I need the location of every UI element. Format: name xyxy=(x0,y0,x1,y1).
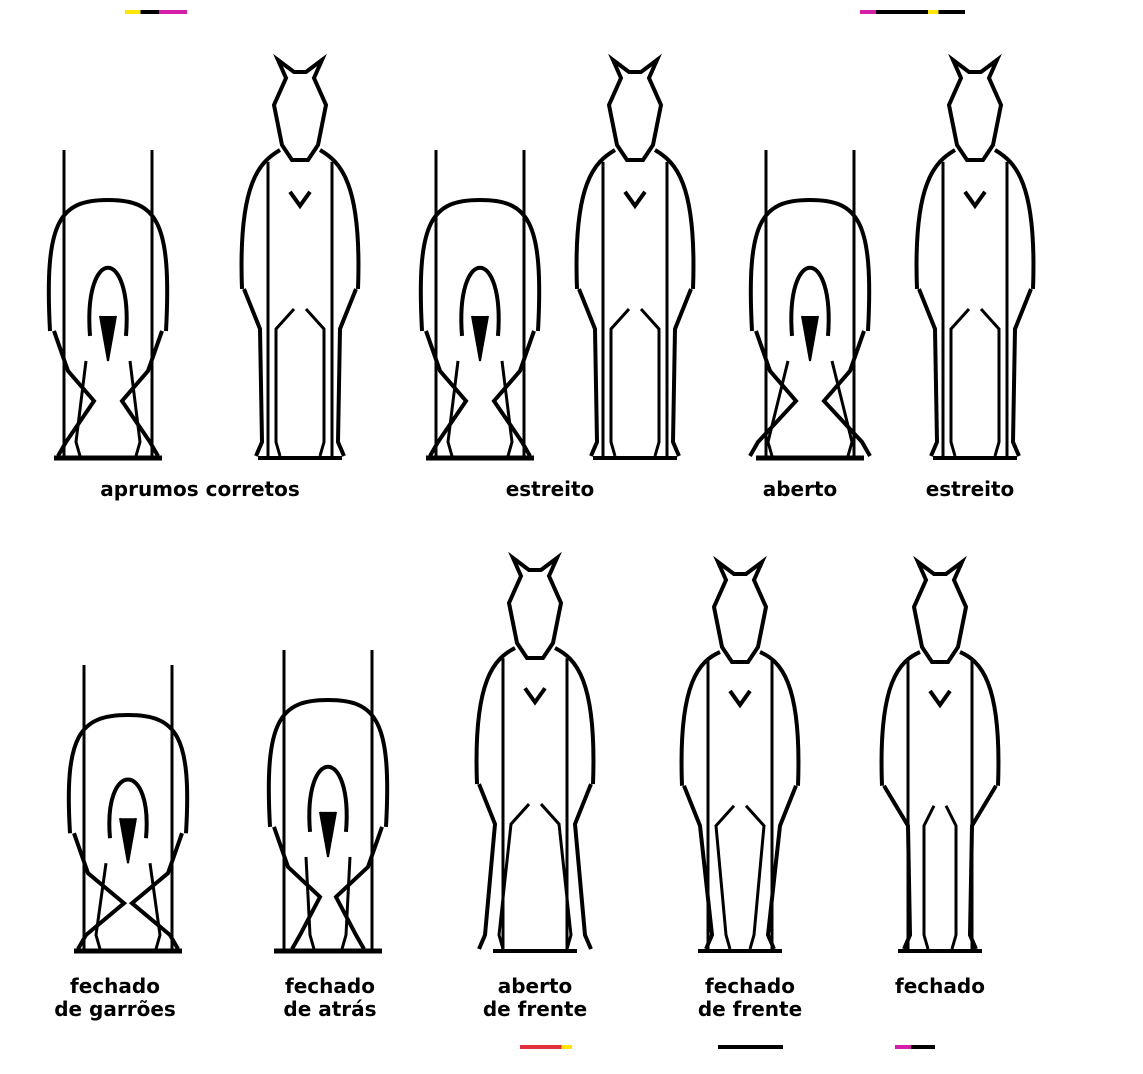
caption-fechado-de-garroes: fechado de garrões xyxy=(40,975,190,1021)
horse-figure-front-base-narrow xyxy=(682,562,799,951)
horse-figure-rear-hocks-close xyxy=(69,665,187,951)
horse-figure-front-normal xyxy=(242,60,359,458)
scan-artifact-top-left xyxy=(125,10,187,14)
horse-figure-rear-base-narrow xyxy=(269,650,387,951)
horse-figure-front-normal xyxy=(917,60,1034,458)
caption-fechado: fechado xyxy=(870,975,1010,998)
scan-artifact-bottom-1 xyxy=(520,1045,572,1049)
caption-fechado-de-frente: fechado de frente xyxy=(670,975,830,1021)
caption-aberto-de-frente: aberto de frente xyxy=(455,975,615,1021)
horse-figure-rear-normal xyxy=(421,150,539,458)
horse-figure-front-normal xyxy=(577,60,694,458)
horse-figure-front-base-wide xyxy=(477,558,594,951)
horse-figure-rear-open xyxy=(750,150,870,458)
horse-figure-front-narrow xyxy=(882,562,999,951)
caption-aprumos-corretos: aprumos corretos xyxy=(70,478,330,501)
caption-aberto-rear: aberto xyxy=(740,478,860,501)
scan-artifact-bottom-3 xyxy=(895,1045,935,1049)
caption-fechado-de-atras: fechado de atrás xyxy=(255,975,405,1021)
horse-figure-rear-normal xyxy=(49,150,167,458)
caption-estreito-front: estreito xyxy=(900,478,1040,501)
scan-artifact-top-right xyxy=(860,10,965,14)
caption-estreito-rear: estreito xyxy=(470,478,630,501)
scan-artifact-bottom-2 xyxy=(718,1045,783,1049)
